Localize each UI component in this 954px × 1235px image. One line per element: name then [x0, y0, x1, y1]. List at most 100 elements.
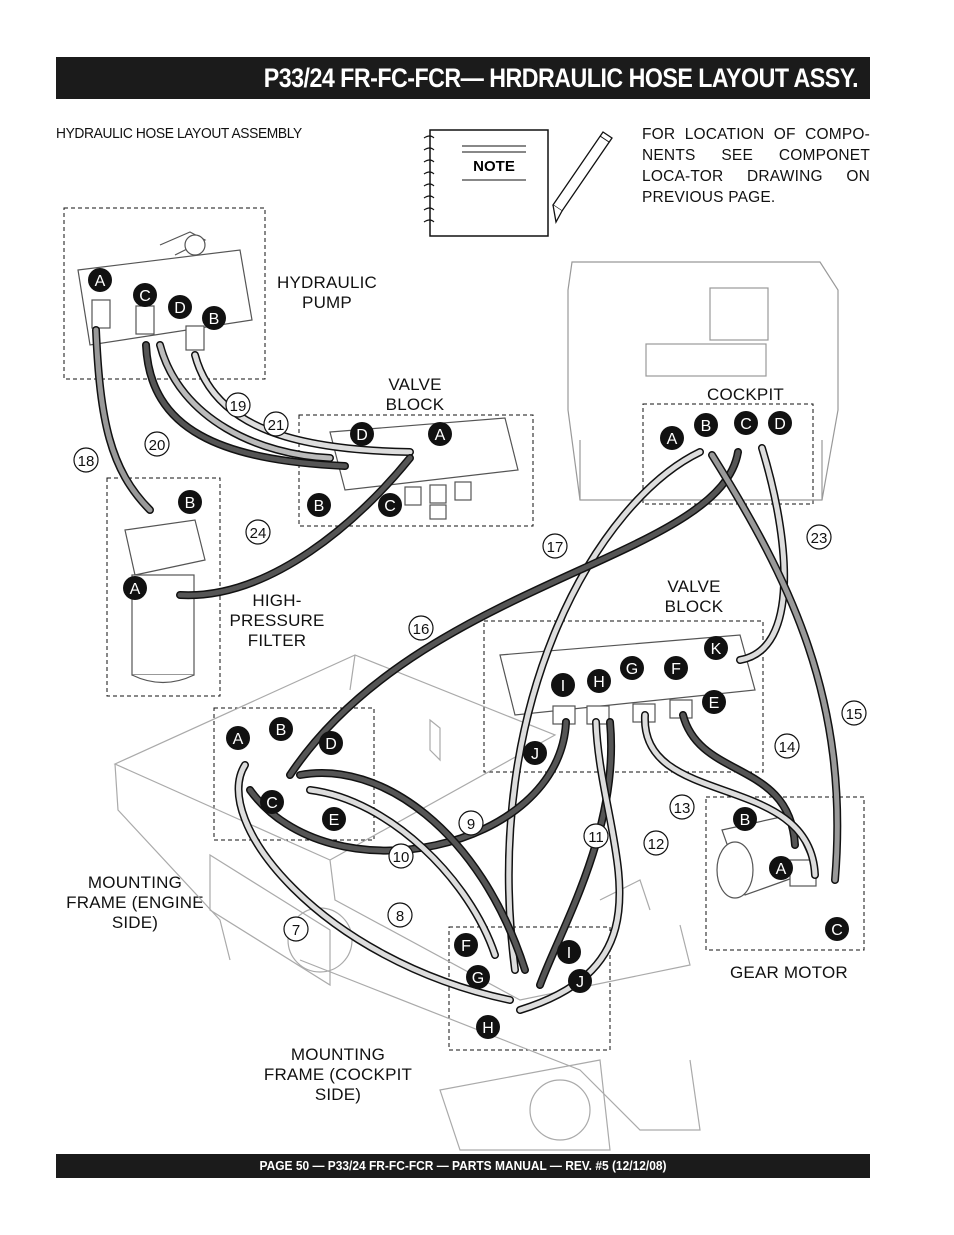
svg-text:15: 15	[846, 706, 863, 723]
label-valve-block-lower: VALVE BLOCK	[664, 577, 724, 616]
svg-text:8: 8	[396, 908, 404, 925]
svg-text:9: 9	[467, 816, 475, 833]
svg-text:21: 21	[268, 417, 285, 434]
svg-text:F: F	[671, 661, 681, 678]
hose-callouts: 7 8 9 10 11 12 13 14 15 16 17 18 19 20 2…	[73, 392, 867, 942]
cockpit-box	[642, 403, 814, 505]
frame-cockpit-port-g: G	[466, 965, 490, 989]
valve-lower-port-f: F	[664, 656, 688, 680]
svg-text:7: 7	[292, 922, 300, 939]
svg-text:A: A	[130, 581, 141, 598]
valve-lower-port-g: G	[620, 656, 644, 680]
hose-23: 23	[806, 524, 832, 550]
valve-lower-port-k: K	[704, 636, 728, 660]
hose-15: 15	[841, 700, 867, 726]
pump-box	[63, 207, 266, 380]
svg-text:E: E	[709, 695, 720, 712]
svg-text:I: I	[567, 945, 571, 962]
valve-upper-port-b: B	[307, 493, 331, 517]
subtitle: HYDRAULIC HOSE LAYOUT ASSEMBLY	[56, 125, 302, 142]
frame-engine-port-e: E	[322, 807, 346, 831]
label-hydraulic-pump: HYDRAULIC PUMP	[276, 273, 378, 312]
frame-engine-port-c: C	[260, 790, 284, 814]
hose-13: 13	[669, 794, 695, 820]
gear-motor-box	[705, 796, 865, 951]
svg-text:G: G	[626, 661, 638, 678]
note-text: FOR LOCATION OF COMPO-NENTS SEE COMPONET…	[642, 126, 870, 206]
note-notebook-icon: NOTE	[423, 129, 549, 237]
svg-text:11: 11	[588, 829, 604, 846]
svg-text:D: D	[325, 736, 337, 753]
title-bar: P33/24 FR-FC-FCR— HRDRAULIC HOSE LAYOUT …	[56, 57, 870, 99]
svg-text:C: C	[139, 288, 151, 305]
pump-port-c: C	[133, 283, 157, 307]
page-title: P33/24 FR-FC-FCR— HRDRAULIC HOSE LAYOUT …	[263, 63, 859, 93]
frame-engine-port-d: D	[319, 731, 343, 755]
svg-text:D: D	[174, 300, 186, 317]
hose-8: 8	[387, 902, 413, 928]
svg-text:K: K	[711, 641, 722, 658]
svg-text:G: G	[472, 970, 484, 987]
svg-text:I: I	[561, 678, 565, 695]
hose-9: 9	[458, 810, 484, 836]
svg-text:10: 10	[393, 849, 410, 866]
valve-upper-port-a: A	[428, 422, 452, 446]
svg-text:13: 13	[674, 800, 691, 817]
svg-text:A: A	[667, 431, 678, 448]
hose-14: 14	[774, 733, 800, 759]
cockpit-port-b: B	[694, 413, 718, 437]
svg-text:17: 17	[547, 539, 564, 556]
svg-text:C: C	[266, 795, 278, 812]
valve-lower-port-i: I	[551, 673, 575, 697]
hose-21: 21	[263, 411, 289, 437]
pump-port-b: B	[202, 306, 226, 330]
svg-text:B: B	[185, 495, 196, 512]
svg-text:B: B	[701, 418, 712, 435]
svg-text:19: 19	[230, 398, 247, 415]
svg-text:E: E	[329, 812, 340, 829]
frame-cockpit-port-f: F	[454, 933, 478, 957]
svg-text:20: 20	[149, 437, 166, 454]
label-mounting-frame-engine: MOUNTING FRAME (ENGINE SIDE)	[66, 873, 204, 932]
cockpit-port-d: D	[768, 411, 792, 435]
cockpit-body	[567, 261, 839, 501]
gear-motor-port-c: C	[825, 917, 849, 941]
footer-text: PAGE 50 — P33/24 FR-FC-FCR — PARTS MANUA…	[259, 1158, 667, 1173]
note-badge: NOTE	[473, 158, 515, 175]
filter-body	[124, 519, 206, 684]
cockpit-port-c: C	[734, 411, 758, 435]
svg-text:16: 16	[413, 621, 430, 638]
pencil-icon	[552, 131, 613, 224]
hose-16: 16	[408, 615, 434, 641]
valve-block-upper-body	[329, 417, 519, 520]
gear-motor-port-b: B	[733, 807, 757, 831]
footer-bar: PAGE 50 — P33/24 FR-FC-FCR — PARTS MANUA…	[56, 1154, 870, 1178]
svg-text:C: C	[384, 498, 396, 515]
svg-text:J: J	[531, 746, 539, 763]
valve-lower-box	[483, 620, 764, 773]
svg-text:B: B	[314, 498, 325, 515]
svg-text:A: A	[95, 273, 106, 290]
filter-port-b: B	[178, 490, 202, 514]
svg-text:F: F	[461, 938, 471, 955]
hose-20: 20	[144, 431, 170, 457]
frame-engine-box	[213, 707, 375, 841]
hose-17: 17	[542, 533, 568, 559]
valve-lower-port-h: H	[587, 669, 611, 693]
svg-text:B: B	[209, 311, 220, 328]
valve-upper-port-c: C	[378, 493, 402, 517]
hose-24: 24	[245, 519, 271, 545]
svg-text:C: C	[740, 416, 752, 433]
svg-text:B: B	[740, 812, 751, 829]
svg-text:H: H	[593, 674, 605, 691]
hoses	[92, 326, 842, 1014]
hose-11: 11	[583, 823, 609, 849]
label-gear-motor: GEAR MOTOR	[730, 963, 848, 982]
svg-text:23: 23	[811, 530, 828, 547]
svg-text:A: A	[233, 731, 244, 748]
svg-text:J: J	[576, 974, 584, 991]
frame-engine-port-b: B	[269, 717, 293, 741]
frame-engine-port-a: A	[226, 726, 250, 750]
svg-text:A: A	[435, 427, 446, 444]
